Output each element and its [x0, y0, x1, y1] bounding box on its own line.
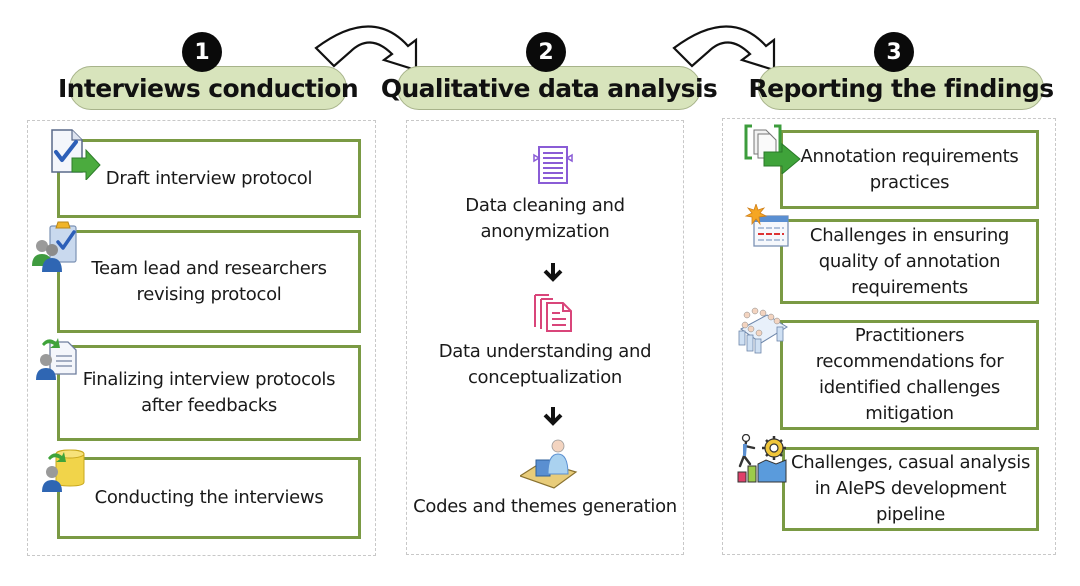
- step-label: Challenges, casual analysis in AIePS dev…: [790, 452, 1031, 525]
- phase-number-badge-1: 1: [182, 32, 222, 72]
- person-gear-growth-icon: [737, 434, 787, 483]
- curved-arrow-phase2-to-3: [672, 25, 776, 70]
- phase-title-reporting-findings: Reporting the findings: [749, 66, 1054, 110]
- user-database-icon: [42, 449, 85, 492]
- document-lines-icon: [533, 146, 573, 184]
- step-label: Team lead and researchers revising proto…: [91, 257, 327, 305]
- meeting-table-icon: [738, 307, 788, 354]
- step-label: Practitioners recommendations for identi…: [815, 325, 1004, 424]
- step-finalizing-protocols: Finalizing interview protocols after fee…: [57, 345, 361, 441]
- phase-title-interviews-conduction: Interviews conduction: [58, 66, 359, 110]
- step-label: Conducting the interviews: [94, 487, 324, 508]
- team-clipboard-icon: [32, 221, 77, 272]
- phase-number-badge-3: 3: [874, 32, 914, 72]
- down-arrow-icon: [543, 407, 563, 426]
- step-practitioners-recommendations: Practitioners recommendations for identi…: [780, 320, 1039, 430]
- step-label: Annotation requirements practices: [800, 145, 1019, 193]
- step-challenges-causal-analysis: Challenges, casual analysis in AIePS dev…: [782, 447, 1039, 531]
- flow-step-data-cleaning: Data cleaning and anonymization: [465, 195, 625, 242]
- step-challenges-quality: Challenges in ensuring quality of annota…: [780, 219, 1039, 304]
- flow-step-codes-themes: Codes and themes generation: [413, 496, 677, 517]
- step-conducting-interviews: Conducting the interviews: [57, 457, 361, 539]
- stacked-documents-icon: [534, 294, 572, 332]
- phase-number-badge-2: 2: [526, 32, 566, 72]
- user-document-icon: [36, 338, 77, 380]
- down-arrow-icon: [543, 263, 563, 282]
- step-label: Finalizing interview protocols after fee…: [82, 369, 336, 416]
- step-label: Challenges in ensuring quality of annota…: [809, 224, 1010, 298]
- phase-title-qualitative-data-analysis: Qualitative data analysis: [381, 66, 718, 110]
- documents-export-icon: [744, 124, 801, 174]
- step-team-lead-revising: Team lead and researchers revising proto…: [57, 230, 361, 333]
- step-annotation-practices: Annotation requirements practices: [780, 130, 1039, 209]
- calendar-burst-icon: [744, 204, 789, 247]
- checklist-document-arrow-icon: [51, 129, 101, 180]
- curved-arrow-phase1-to-2: [314, 25, 418, 70]
- step-draft-interview-protocol: Draft interview protocol: [57, 139, 361, 218]
- person-at-computer-icon: [520, 439, 578, 489]
- flow-step-data-understanding: Data understanding and conceptualization: [438, 341, 652, 388]
- step-label: Draft interview protocol: [105, 167, 313, 189]
